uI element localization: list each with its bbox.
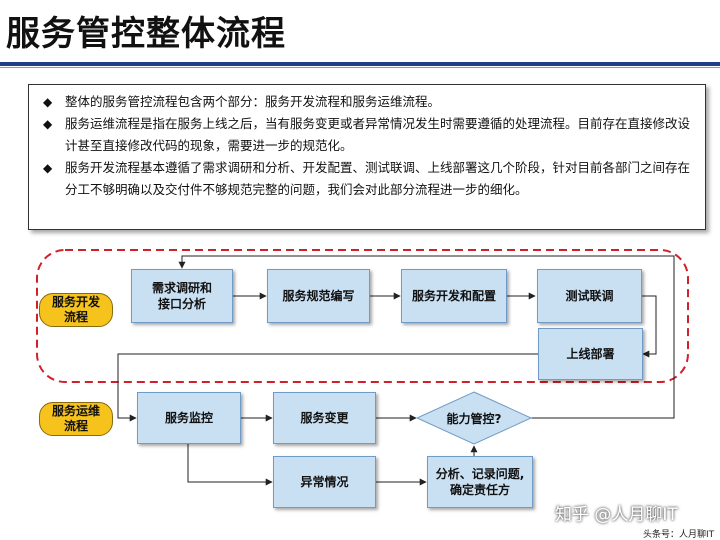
bullet-item: ◆ 服务开发流程基本遵循了需求调研和分析、开发配置、测试联调、上线部署这几个阶段… [43,157,695,201]
watermark-small: 头条号：人月聊IT [643,530,715,540]
step-requirement-analysis: 需求调研和 接口分析 [131,269,233,323]
arrow-monitor-to-exception [187,444,273,486]
dev-process-dashed-border [36,249,689,383]
diamond-bullet-icon: ◆ [43,117,53,131]
page-title: 服务管控整体流程 [6,14,286,54]
arrow-decision-loop-to-req [178,255,675,419]
step-spec-writing: 服务规范编写 [267,269,370,323]
step-analysis: 分析、记录问题, 确定责任方 [427,456,533,508]
bullet-item: ◆ 整体的服务管控流程包含两个部分：服务开发流程和服务运维流程。 [43,91,695,113]
decision-label: 能力管控? [446,412,502,426]
step-service-monitor: 服务监控 [137,392,241,444]
step-deploy: 上线部署 [538,328,643,380]
step-exception: 异常情况 [273,456,376,508]
lane-label-ops: 服务运维 流程 [39,402,113,436]
arrow-test-to-deploy [642,295,657,358]
summary-box: ◆ 整体的服务管控流程包含两个部分：服务开发流程和服务运维流程。 ◆ 服务运维流… [28,84,706,230]
step-dev-config: 服务开发和配置 [401,269,507,323]
watermark: 知乎 @人月聊IT [555,505,678,525]
bullet-text: 服务运维流程是指在服务上线之后，当有服务变更或者异常情况发生时需要遵循的处理流程… [65,116,691,153]
diamond-bullet-icon: ◆ [43,161,53,175]
bullet-text: 服务开发流程基本遵循了需求调研和分析、开发配置、测试联调、上线部署这几个阶段，针… [65,160,691,197]
bullet-item: ◆ 服务运维流程是指在服务上线之后，当有服务变更或者异常情况发生时需要遵循的处理… [43,113,695,157]
step-integration-test: 测试联调 [537,269,642,323]
diamond-bullet-icon: ◆ [43,95,53,109]
decision-diamond [415,391,533,445]
arrow-deploy-to-monitor [117,353,538,422]
title-divider-thin [0,67,720,68]
bullet-text: 整体的服务管控流程包含两个部分：服务开发流程和服务运维流程。 [65,94,441,109]
step-service-change: 服务变更 [273,392,376,444]
lane-label-dev: 服务开发 流程 [39,293,113,327]
title-divider [0,62,720,66]
